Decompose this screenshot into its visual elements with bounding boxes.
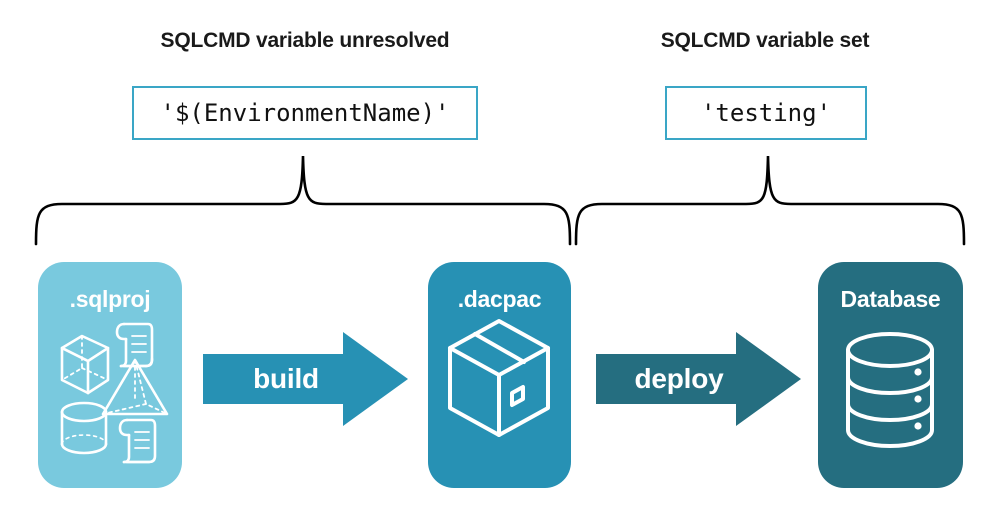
scroll-icon [115,322,154,368]
arrow-build: build [203,332,408,426]
arrow-deploy-shape [596,332,801,426]
database-status-dots [914,368,922,430]
pyramid-icon [101,358,169,416]
brace-deploy-scope [570,150,970,250]
arrow-deploy-label: deploy [634,363,724,394]
code-box-environment-name: '$(EnvironmentName)' [132,86,478,140]
heading-sqlcmd-variable-set: SQLCMD variable set [660,29,870,52]
arrow-build-label: build [253,363,319,394]
card-sqlproj[interactable]: .sqlproj [38,262,182,488]
code-box-testing: 'testing' [665,86,867,140]
scroll-icon [118,418,157,464]
card-sqlproj-title: .sqlproj [69,286,151,312]
card-dacpac-title: .dacpac [457,286,542,312]
card-database[interactable]: Database [818,262,963,488]
cylinder-icon [60,401,108,455]
card-database-title: Database [840,286,941,312]
cube-icon [60,334,110,395]
card-dacpac[interactable]: .dacpac [428,262,571,488]
brace-build-scope [30,150,575,250]
arrow-deploy: deploy [596,332,801,426]
package-box-icon [448,319,550,437]
arrow-build-shape [203,332,408,426]
database-cylinder-icon [846,332,934,448]
heading-sqlcmd-variable-unresolved: SQLCMD variable unresolved [160,29,450,52]
